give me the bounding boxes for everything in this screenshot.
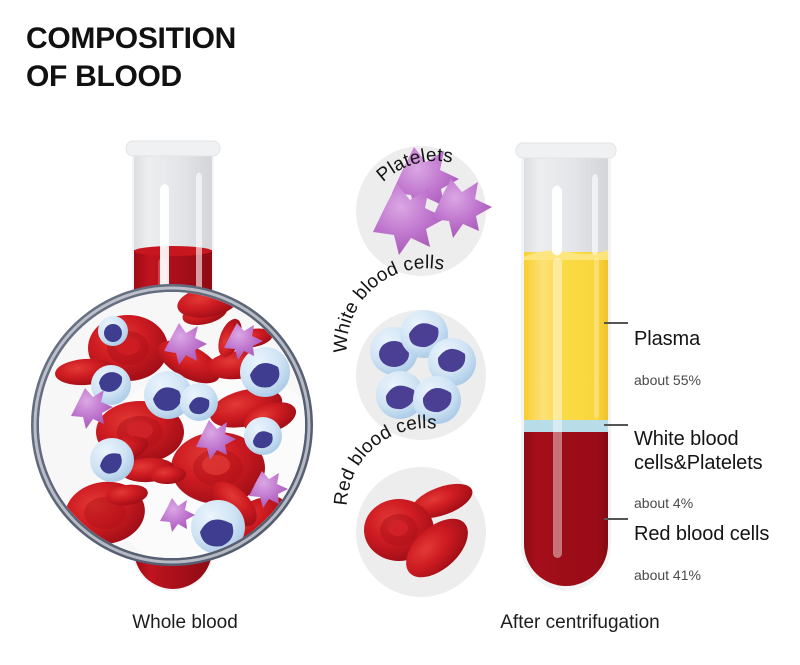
tube-rim — [125, 140, 221, 157]
plasma-layer — [524, 252, 608, 420]
platelet-group — [71, 323, 288, 532]
rbc-layer — [524, 432, 608, 586]
centrifuged-glass-highlight-right — [592, 174, 598, 256]
white-blood-cell-group — [90, 316, 290, 554]
callout-rbc-title: Red blood cells — [634, 523, 770, 545]
callout-leader-lines — [604, 322, 628, 520]
magnified-blood-cells — [39, 292, 305, 558]
centrifuged-tube — [515, 142, 617, 591]
plasma-meniscus — [524, 250, 608, 260]
caption-after-centrifugation: After centrifugation — [500, 612, 660, 633]
callout-red-blood-cells: Red blood cells about 41% — [634, 505, 769, 601]
red-blood-cell-group — [55, 292, 297, 558]
centrifuged-glass-highlight-left — [552, 185, 562, 256]
red-blood-cells-sample: Red blood cells — [331, 412, 486, 597]
rbc-cells — [364, 483, 473, 578]
blood-magnifier — [31, 284, 313, 566]
white-blood-cells-sample: White blood cells — [330, 252, 486, 440]
callout-rbc-sub: about 41% — [634, 566, 701, 583]
buffy-coat-layer — [524, 420, 608, 432]
caption-whole-blood: Whole blood — [132, 612, 238, 633]
tube-content-highlight-2 — [594, 258, 599, 418]
platelets-sample: Platelets — [356, 145, 492, 276]
platelets-cells — [373, 147, 492, 255]
page-title: COMPOSITION OF BLOOD — [26, 22, 237, 94]
wbc-cells — [370, 310, 476, 424]
tube-content-highlight — [553, 258, 562, 558]
callout-plasma-title: Plasma — [634, 328, 701, 350]
callout-white-blood-cells: White blood cells&Platelets about 4% — [634, 410, 763, 529]
callout-plasma: Plasma about 55% — [634, 310, 701, 406]
magnifier-inner-edge — [33, 286, 311, 564]
centrifuged-layers — [524, 250, 608, 586]
callout-wbc-sub: about 4% — [634, 495, 694, 512]
centrifuged-tube-rim — [515, 142, 617, 159]
blood-meniscus — [134, 246, 212, 256]
callout-wbc-title: White blood cells&Platelets — [634, 428, 763, 474]
callout-plasma-sub: about 55% — [634, 371, 701, 388]
